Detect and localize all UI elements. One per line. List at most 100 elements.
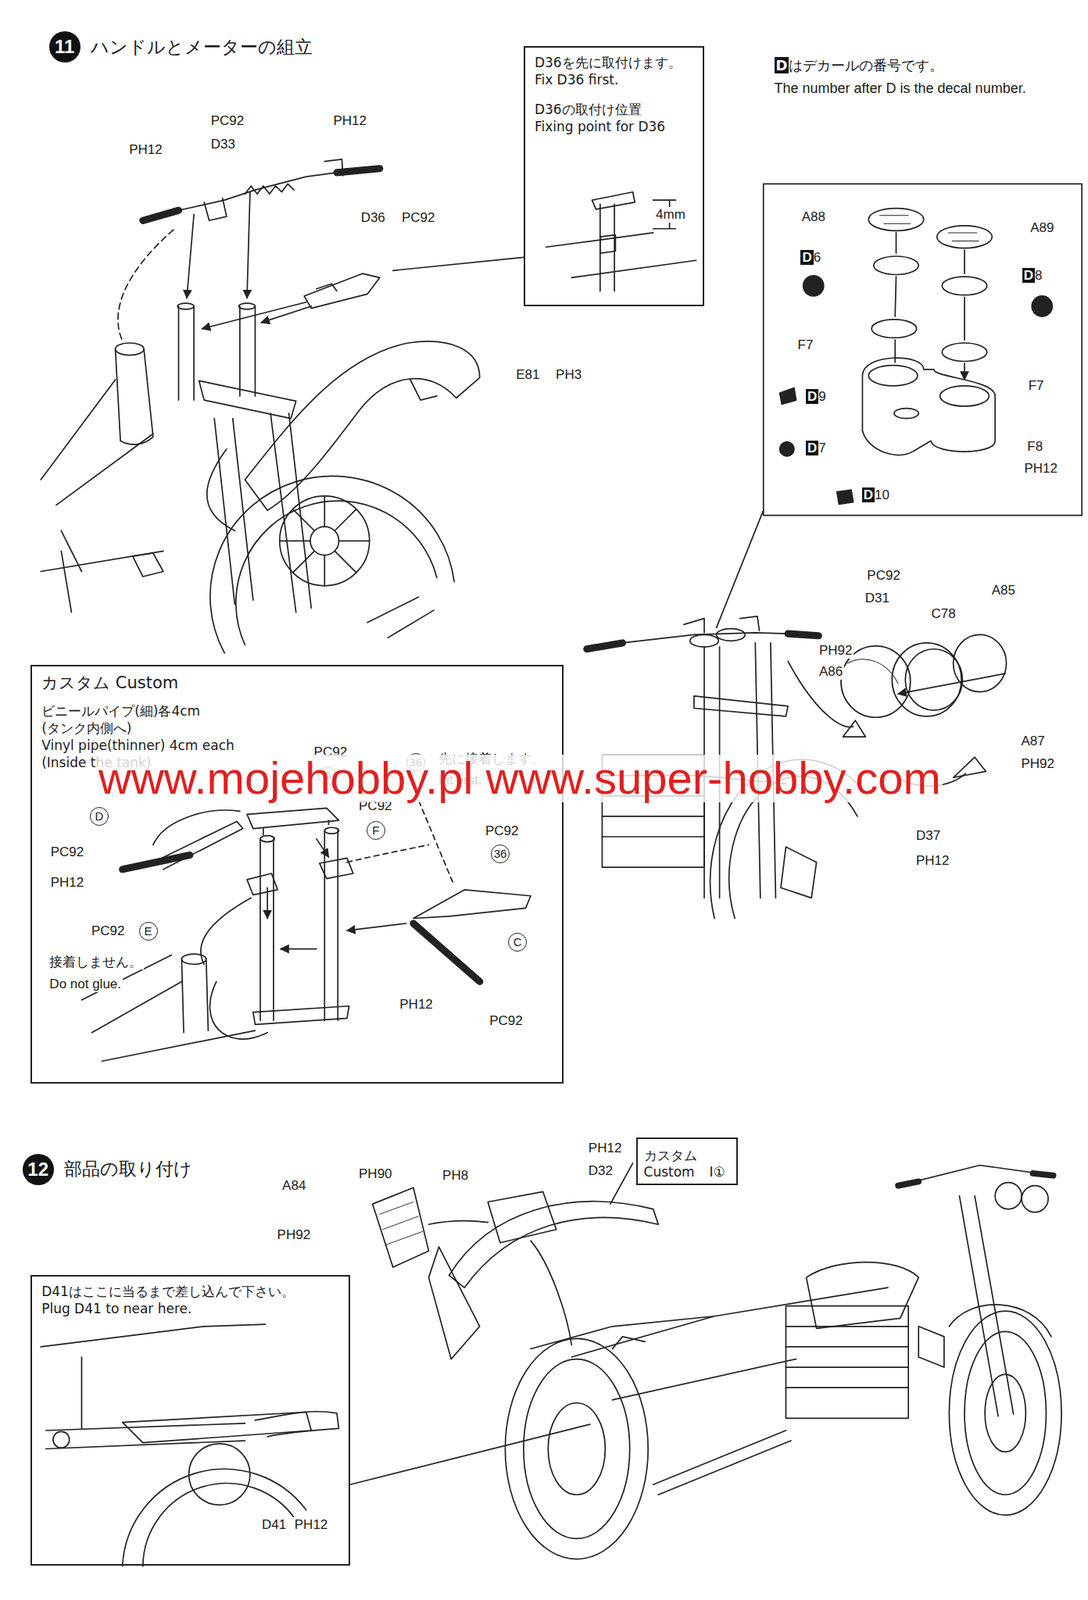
motorcycle-drawing — [372, 1163, 1062, 1561]
part-callout: PC92 — [89, 923, 127, 940]
fixing-point-drawing — [546, 192, 697, 292]
note-text: Plug D41 to near here. — [39, 1300, 194, 1318]
line-art — [181, 959, 208, 1034]
line-art — [46, 1424, 246, 1450]
line-art — [959, 1196, 1013, 1418]
line-art — [246, 873, 278, 895]
line-art — [898, 673, 1006, 695]
line-art — [837, 490, 854, 505]
line-art — [449, 1202, 659, 1289]
line-art — [410, 379, 437, 401]
part-callout: E81 — [514, 367, 541, 383]
line-art — [918, 1327, 945, 1368]
note-heading: カスタム Custom — [39, 672, 180, 695]
line-art — [115, 343, 145, 356]
line-art — [210, 981, 269, 1040]
note-text: The number after D is the decal number. — [773, 80, 1028, 98]
line-art — [367, 597, 434, 638]
line-art — [523, 1360, 630, 1540]
line-art — [785, 1327, 909, 1389]
line-art — [894, 232, 965, 380]
part-callout: PH12 — [1022, 461, 1060, 477]
line-art — [847, 659, 899, 684]
part-callout: C78 — [930, 606, 958, 623]
line-art — [279, 496, 370, 587]
step-title: ハンドルとメーターの組立 — [88, 35, 315, 60]
part-callout: PC92 — [400, 210, 437, 226]
line-art — [143, 168, 380, 222]
line-art — [941, 276, 987, 296]
note-text: I① — [709, 1164, 726, 1182]
line-art — [115, 349, 154, 445]
line-art — [347, 923, 407, 931]
note-box: カスタム Customビニールパイプ(細)各4cm (タンク内側へ)Vinyl … — [30, 665, 564, 1084]
line-art — [1031, 296, 1053, 317]
line-art — [546, 204, 697, 291]
line-art — [266, 887, 269, 919]
line-art — [894, 408, 919, 419]
line-art — [260, 836, 275, 843]
line-art — [413, 890, 531, 920]
line-art — [780, 387, 797, 405]
position-marker: F — [366, 821, 386, 841]
line-art — [428, 1247, 480, 1360]
line-art — [862, 357, 995, 455]
line-art — [244, 183, 294, 194]
position-marker: E — [139, 922, 158, 942]
step-number: 12 — [22, 1154, 54, 1186]
line-art — [964, 1331, 1046, 1496]
meter-exploded-drawing — [716, 183, 1082, 628]
part-callout: D32 — [586, 1163, 615, 1180]
line-art — [843, 720, 867, 738]
note-box: D36を先に取付けます。Fix D36 first.D36の取付け位置Fixin… — [523, 46, 705, 307]
part-callout: D9 — [804, 389, 828, 405]
line-art — [871, 319, 917, 339]
watermark: www.mojehobby.pl www.super-hobby.com — [96, 755, 943, 803]
part-callout: PC92 — [865, 568, 902, 584]
part-callout: F7 — [796, 337, 816, 354]
line-art — [236, 501, 437, 645]
line-art — [806, 1263, 920, 1330]
part-callout: D36 — [359, 210, 387, 226]
fender-drawing — [244, 341, 480, 511]
part-callout: PH90 — [357, 1166, 394, 1183]
line-art — [941, 343, 987, 362]
line-art — [189, 1444, 251, 1506]
line-art — [504, 1338, 648, 1560]
step-heading: 12部品の取り付け — [22, 1154, 195, 1186]
line-art — [122, 1412, 312, 1443]
line-art — [716, 510, 764, 628]
line-art — [898, 1173, 1053, 1187]
line-art — [716, 629, 746, 642]
part-callout: PH12 — [397, 997, 435, 1013]
part-callout: A85 — [990, 583, 1017, 599]
part-callout: D37 — [914, 828, 942, 845]
line-art — [132, 553, 164, 577]
note-text: Dはデカールの番号です。 — [773, 57, 946, 75]
position-marker: C — [508, 933, 527, 952]
note-box: カスタム CustomI① — [636, 1138, 739, 1186]
line-art — [763, 183, 1082, 516]
fork-drawing — [177, 303, 312, 613]
line-art — [948, 1311, 1062, 1516]
position-marker: D — [89, 807, 109, 827]
line-art — [239, 303, 256, 310]
handlebar-drawing — [118, 159, 380, 341]
wheel-drawing — [210, 476, 455, 654]
part-callout: F7 — [1027, 378, 1046, 394]
line-art — [940, 386, 990, 407]
line-art — [591, 192, 635, 210]
line-art — [304, 273, 380, 308]
custom-handlebar-drawing — [81, 776, 531, 1063]
line-art — [803, 275, 824, 297]
dimension: 4mm — [654, 207, 688, 223]
part-callout: PC92 — [487, 1013, 525, 1030]
line-art — [948, 232, 979, 241]
line-art — [210, 476, 455, 654]
part-callout: D8 — [1020, 268, 1045, 284]
line-art — [200, 898, 251, 965]
line-art — [204, 198, 227, 222]
line-art — [868, 365, 918, 387]
line-art — [953, 634, 1007, 692]
line-art — [202, 302, 307, 330]
